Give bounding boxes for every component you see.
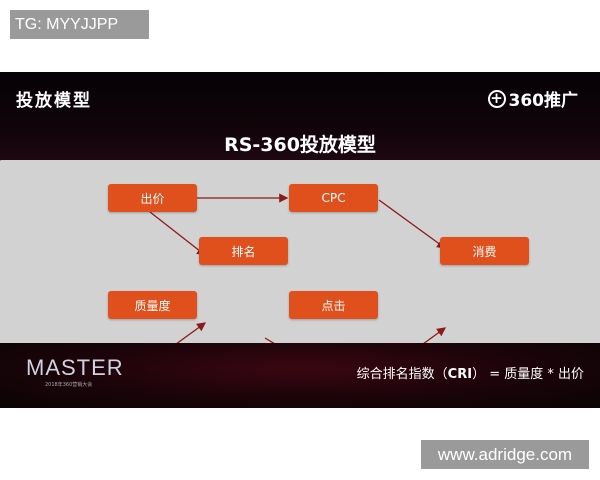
node-bid: 出价 [108,184,197,212]
watermark-bottom-right: www.adridge.com [421,440,589,469]
arrows [149,193,447,343]
slide-footer: MASTER 2018年360营销大会 综合排名指数（CRI） = 质量度 * … [0,343,600,408]
plus-circle-icon: + [487,89,506,108]
diagram-area: 出价 CPC 排名 消费 质量度 点击 [0,160,600,343]
master-subtitle: 2018年360营销大会 [45,382,93,388]
arrow-quality-rank [176,322,207,343]
logo-360: + 360推广 [487,86,579,111]
cri-formula: 综合排名指数（CRI） = 质量度 * 出价 [357,363,584,382]
slide: 投放模型 + 360推广 RS-360投放模型 出价 CPC 排名 消费 [0,72,600,408]
formula-cri: CRI [447,367,473,382]
slide-title: RS-360投放模型 [224,134,376,156]
slide-header: 投放模型 + 360推广 RS-360投放模型 [0,72,600,160]
formula-suffix: ） = 质量度 * 出价 [472,367,584,382]
logo-text: 360推广 [508,91,579,111]
node-click: 点击 [289,291,378,319]
arrow-bid-rank [149,211,207,256]
node-quality: 质量度 [108,291,197,319]
arrow-click-cost [423,327,447,343]
node-cpc: CPC [289,184,378,212]
watermark-top-left: TG: MYYJJPP [10,10,149,39]
arrow-cpc-cost [378,199,447,249]
master-logo: MASTER [26,355,124,380]
node-cost: 消费 [440,237,529,265]
section-title: 投放模型 [16,91,92,111]
formula-prefix: 综合排名指数（ [356,367,448,382]
node-rank: 排名 [199,237,288,265]
arrow-rank-click-2 [264,337,275,343]
